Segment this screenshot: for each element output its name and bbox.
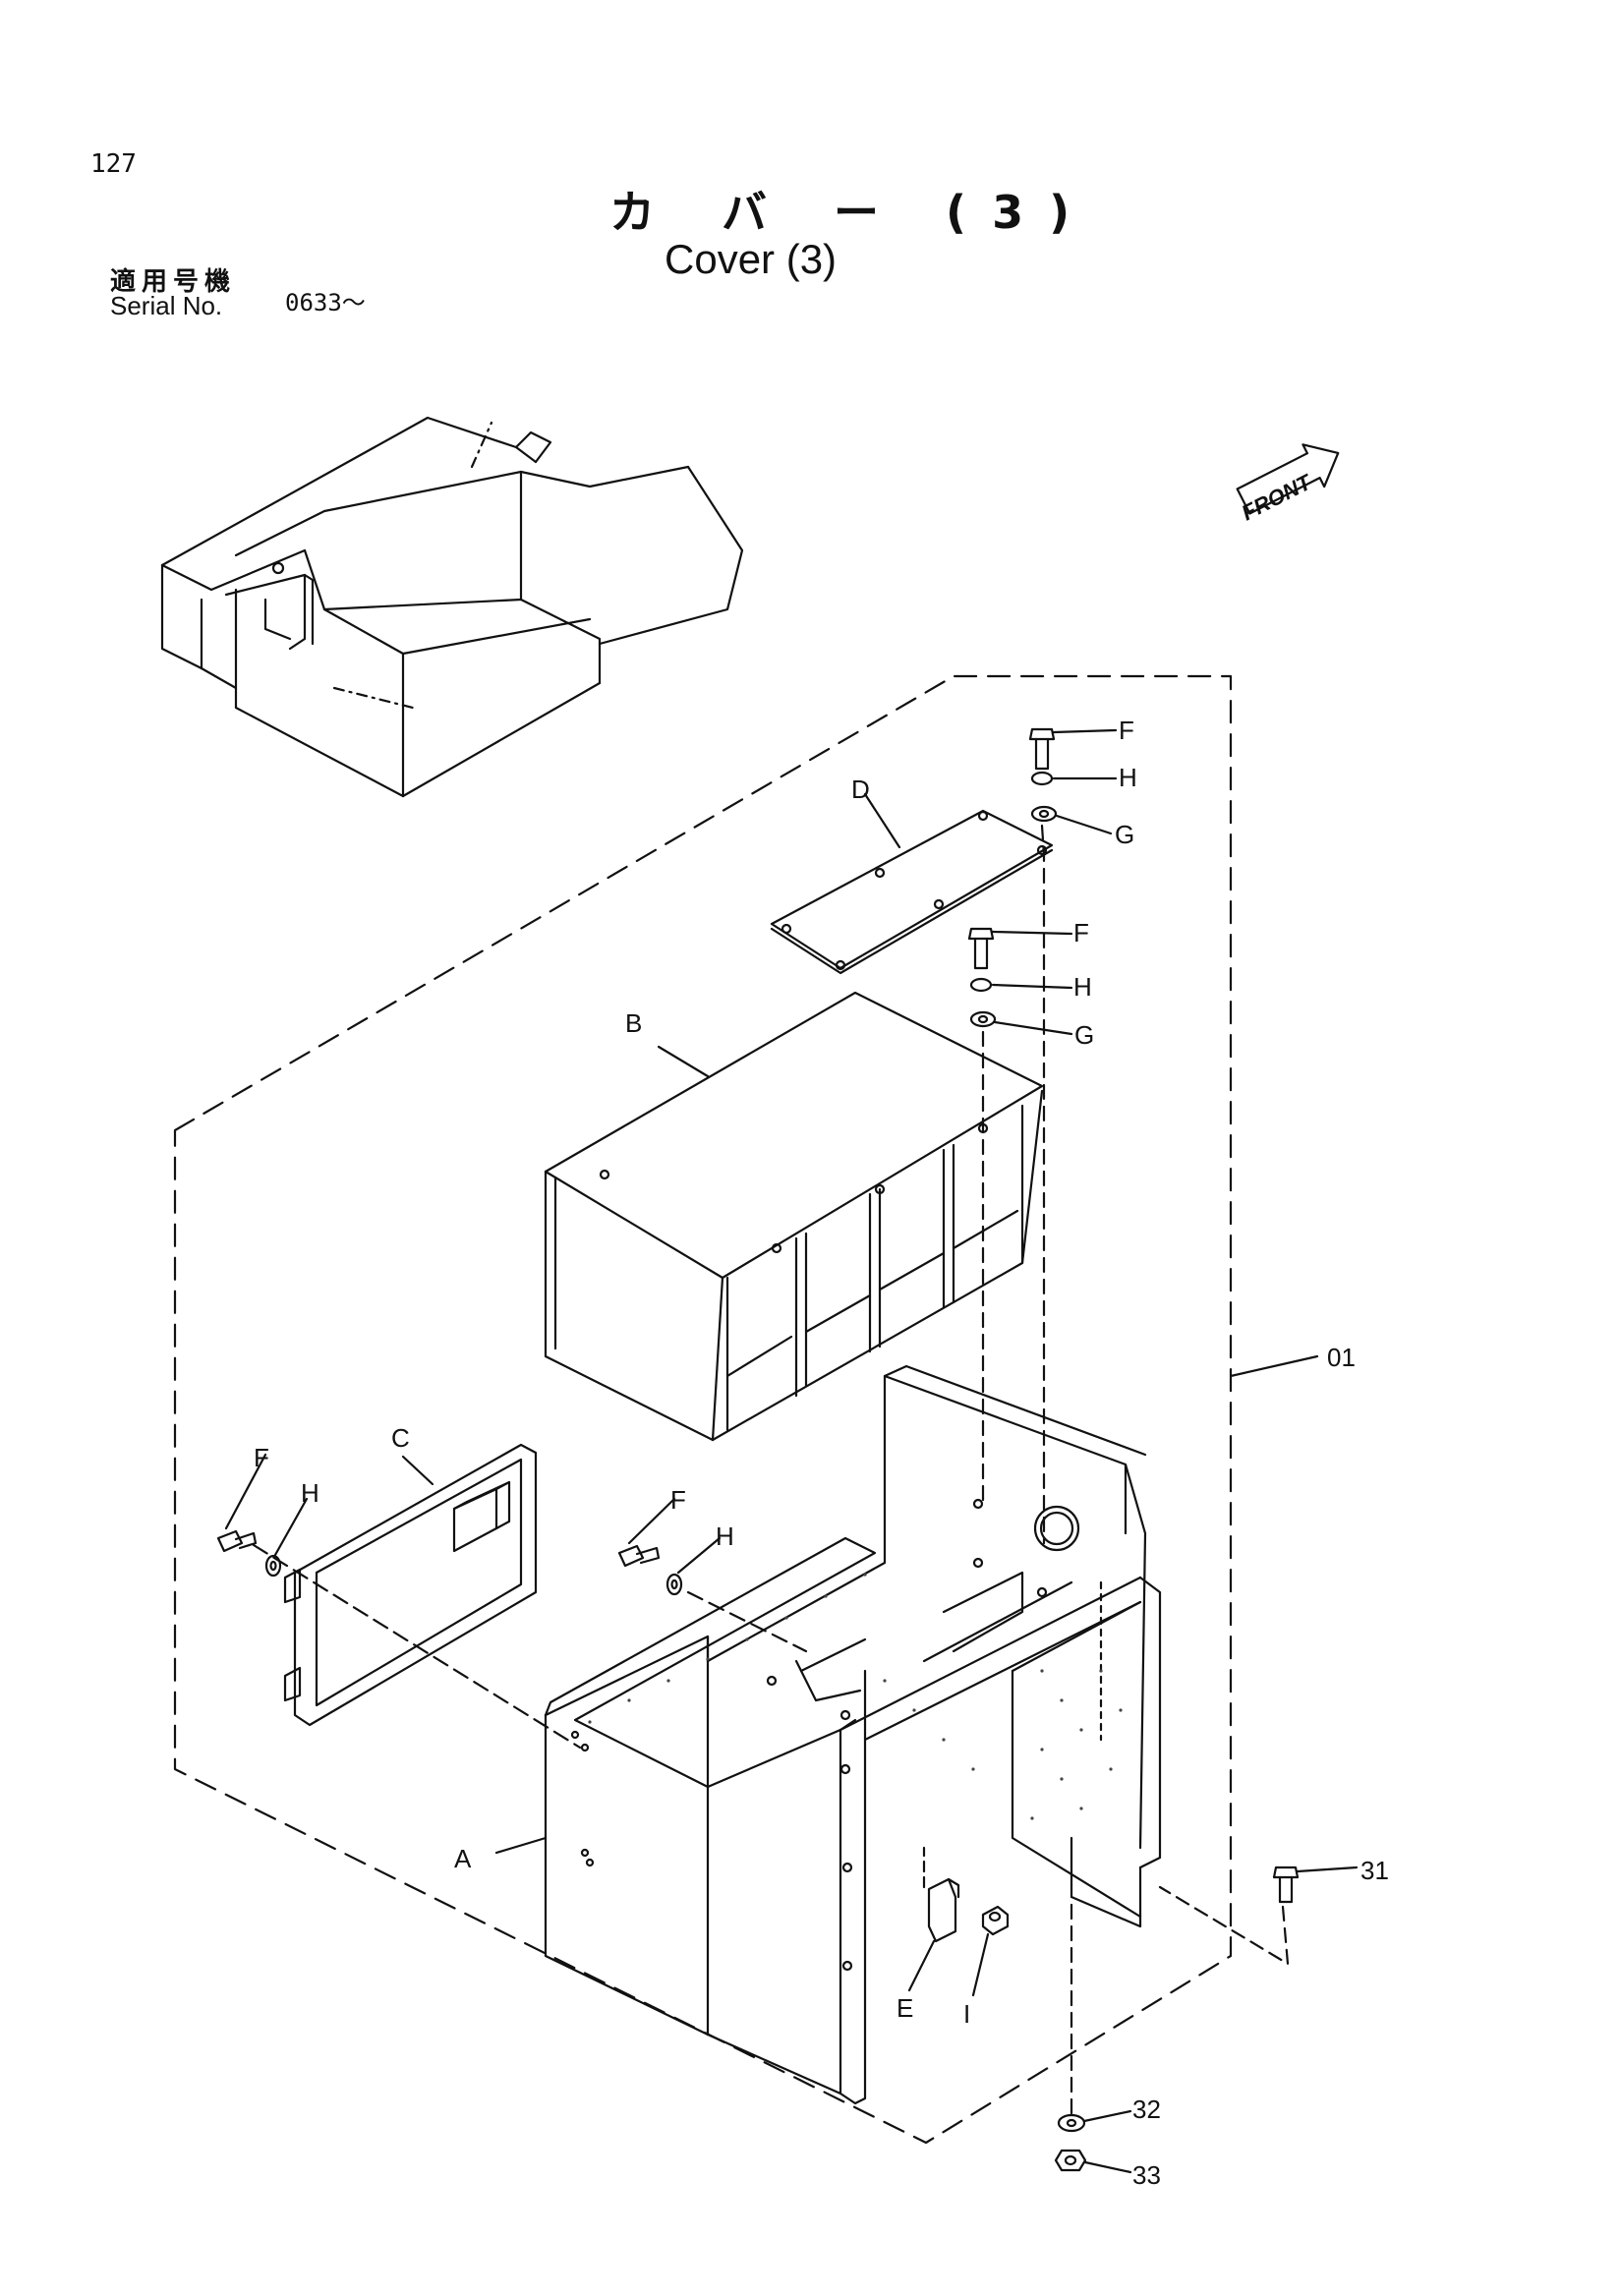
callout-01: 01 (1327, 1343, 1356, 1372)
part-e-clip (907, 1846, 960, 1992)
callout-h-top1: H (1119, 763, 1137, 792)
callout-h-left: H (301, 1478, 319, 1508)
serial-label-en: Serial No. (110, 291, 223, 320)
callout-e: E (897, 1993, 913, 2023)
front-direction-arrow (1236, 443, 1340, 515)
callout-31: 31 (1360, 1856, 1389, 1885)
machine-overview (160, 416, 744, 798)
surface-stipple (588, 1573, 1123, 1820)
washer-32 (1057, 1895, 1132, 2133)
callout-i: I (963, 1999, 970, 2029)
callout-h-mid: H (716, 1521, 734, 1551)
callout-f-left: F (254, 1443, 269, 1472)
callout-h-top2: H (1073, 972, 1092, 1002)
page-number: 127 (90, 149, 137, 179)
callout-f-top2: F (1073, 918, 1089, 947)
page-title-jp: カ バ ー (3) (609, 186, 1096, 239)
callout-f-top1: F (1119, 716, 1134, 745)
assembly-boundary (173, 674, 1233, 2145)
callout-d: D (851, 775, 870, 804)
part-d-plate (770, 792, 1054, 975)
fastener-set-b (967, 927, 1073, 1506)
fastener-set-c (216, 1453, 582, 1750)
bolt-31 (1158, 1866, 1359, 1966)
front-label: FRONT (1238, 469, 1316, 525)
serial-range: 0633～ (285, 289, 366, 316)
callout-f-mid: F (670, 1485, 686, 1515)
nut-33 (1054, 2149, 1132, 2174)
serial-label-jp: 適用号機 (110, 267, 237, 297)
callout-b: B (625, 1008, 642, 1038)
part-i-nut (971, 1905, 1010, 1997)
fastener-set-a (617, 1497, 808, 1653)
part-a-frame (494, 1364, 1162, 2105)
callout-32: 32 (1132, 2095, 1161, 2124)
page-title-en: Cover (3) (665, 236, 838, 282)
callout-c: C (391, 1423, 410, 1453)
callout-a: A (454, 1844, 472, 1873)
fastener-set-d (1028, 727, 1118, 1545)
part-b-box-cover (544, 991, 1044, 1442)
callout-g-top2: G (1074, 1020, 1094, 1050)
callout-g-top1: G (1115, 820, 1134, 849)
part-c-door (283, 1443, 538, 1727)
callout-33: 33 (1132, 2160, 1161, 2190)
